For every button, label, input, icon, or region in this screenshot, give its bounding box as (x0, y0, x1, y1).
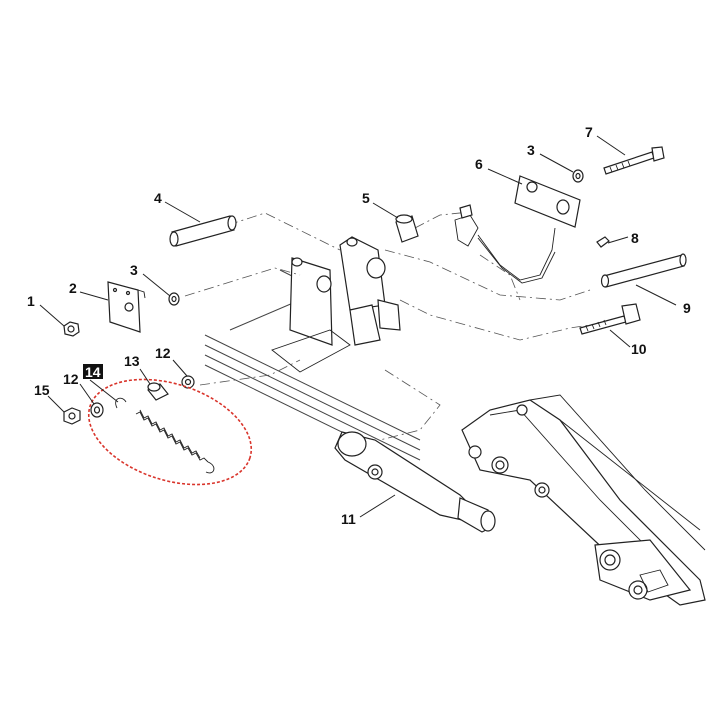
part-9-pin (600, 253, 687, 288)
part-8-cotter-pin (596, 236, 610, 248)
callout-12-lower: 12 (63, 371, 79, 387)
part-12-washer-lower (90, 402, 104, 418)
part-3-washer-left (168, 292, 180, 306)
callout-7: 7 (585, 124, 593, 140)
part-15-nut (63, 407, 81, 425)
callout-5: 5 (362, 190, 370, 206)
part-2-bracket (107, 281, 146, 333)
part-4-sleeve (169, 215, 237, 247)
callout-12-upper: 12 (155, 345, 171, 361)
callout-labels: 1 2 3 4 5 6 3 7 8 9 10 11 12 12 13 14 15 (27, 124, 691, 527)
part-10-bolt (579, 303, 641, 335)
assembly-lines (184, 211, 591, 441)
callout-8: 8 (631, 230, 639, 246)
leader-lines (39, 135, 677, 518)
callout-4: 4 (154, 190, 162, 206)
part-6-plate-with-pin (454, 175, 581, 284)
callout-14-badge (83, 364, 103, 379)
lift-arm (461, 394, 706, 606)
callout-3-left: 3 (130, 262, 138, 278)
part-14-spring (115, 397, 215, 474)
callout-13: 13 (124, 353, 140, 369)
callout-15: 15 (34, 382, 50, 398)
callout-2: 2 (69, 280, 77, 296)
highlight-ellipse (87, 378, 253, 486)
central-bracket (271, 236, 401, 373)
callout-6: 6 (475, 156, 483, 172)
callout-11: 11 (341, 511, 356, 527)
callout-9: 9 (683, 300, 691, 316)
callout-3-right: 3 (527, 142, 535, 158)
part-13-spacer (147, 382, 169, 401)
part-11-cylinder (334, 431, 496, 533)
part-12-washer-upper (181, 375, 195, 389)
part-7-bolt (603, 146, 665, 175)
part-1-nut (63, 321, 80, 337)
callout-10: 10 (631, 341, 647, 357)
callout-14: 14 (85, 364, 101, 380)
part-5-bushing (395, 214, 419, 243)
part-3-washer-right (572, 169, 584, 183)
callout-1: 1 (27, 293, 35, 309)
